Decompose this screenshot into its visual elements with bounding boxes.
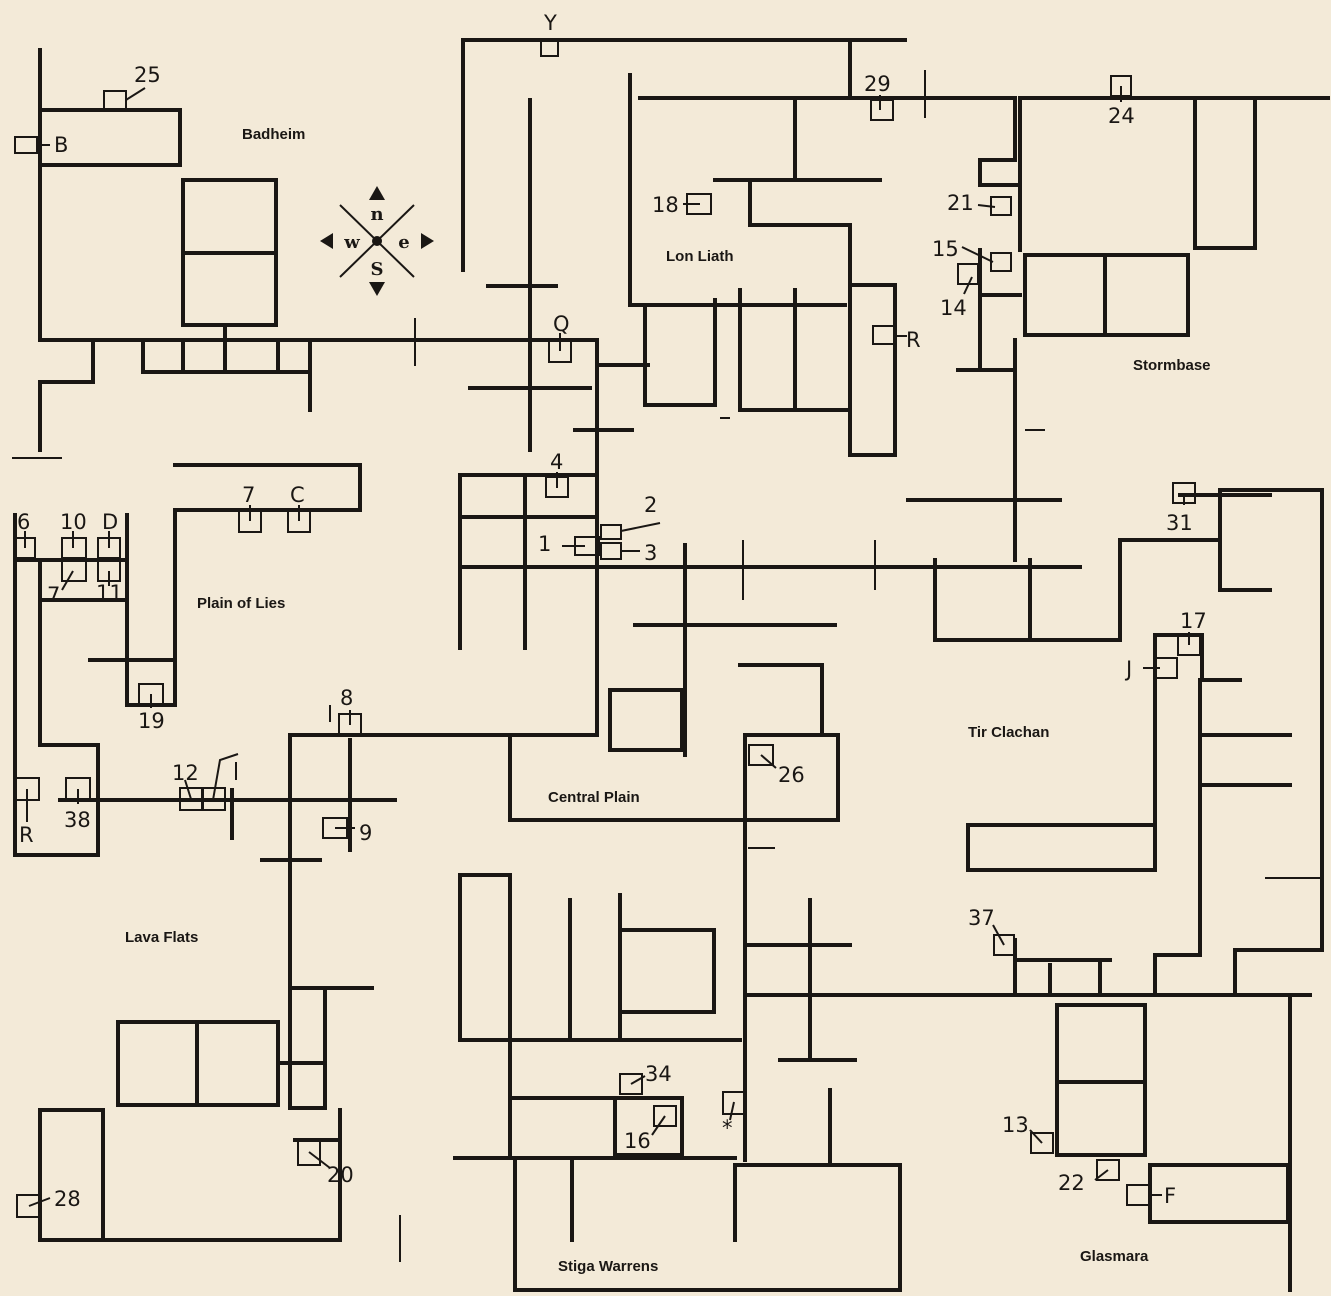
marker-box-34 (619, 1073, 643, 1095)
marker-box-20 (297, 1139, 321, 1166)
marker-label-r-north: R (906, 328, 921, 352)
marker-box-y (540, 38, 559, 57)
marker-box-star (722, 1091, 746, 1115)
compass-arrow-west-icon (320, 233, 333, 249)
marker-label-34: 34 (645, 1062, 672, 1086)
marker-label-12: 12 (172, 761, 199, 785)
marker-label-11: 11 (96, 581, 123, 605)
region-label-glasmara: Glasmara (1080, 1248, 1149, 1265)
marker-label-j: J (1124, 657, 1132, 681)
marker-label-22: 22 (1058, 1171, 1085, 1195)
marker-label-37: 37 (968, 906, 995, 930)
compass-center-icon (372, 236, 382, 246)
marker-label-13: 13 (1002, 1113, 1029, 1137)
marker-label-24: 24 (1108, 104, 1135, 128)
region-labels: Badheim Lon Liath Stormbase Plain of Lie… (125, 126, 1211, 1275)
marker-box-29 (870, 99, 894, 121)
compass-arrow-north-icon (369, 186, 385, 200)
marker-box-26 (748, 744, 774, 766)
location-markers (14, 38, 1201, 1218)
marker-label-15: 15 (932, 237, 959, 261)
compass-north-label: n (370, 204, 383, 225)
marker-label-20: 20 (327, 1163, 354, 1187)
compass-arrow-east-icon (421, 233, 434, 249)
region-label-lava-flats: Lava Flats (125, 929, 198, 946)
marker-label-7-lower: 7 (47, 583, 60, 607)
marker-label-star: * (722, 1116, 733, 1140)
marker-label-r-west: R (19, 823, 34, 847)
marker-label-26: 26 (778, 763, 805, 787)
marker-labels: Y 25 B 29 24 18 21 15 14 R Q 4 2 1 3 31 … (17, 11, 1207, 1211)
marker-label-19: 19 (138, 709, 165, 733)
marker-label-9: 9 (359, 821, 372, 845)
marker-label-28: 28 (54, 1187, 81, 1211)
marker-label-c: C (290, 483, 305, 507)
marker-box-12-right (202, 787, 226, 811)
marker-label-6: 6 (17, 510, 30, 534)
marker-box-14 (957, 263, 979, 285)
marker-box-b (14, 136, 38, 154)
compass-south-label: S (371, 259, 384, 280)
marker-box-r-north (872, 325, 896, 345)
marker-label-1: 1 (538, 532, 551, 556)
marker-label-14: 14 (940, 296, 967, 320)
region-label-tir-clachan: Tir Clachan (968, 724, 1049, 741)
marker-label-7-upper: 7 (242, 483, 255, 507)
marker-label-8: 8 (340, 686, 353, 710)
marker-label-f: F (1164, 1184, 1176, 1208)
marker-box-3 (600, 542, 622, 560)
marker-label-2: 2 (644, 493, 657, 517)
compass-rose: n S w e (320, 186, 434, 296)
region-label-stormbase: Stormbase (1133, 357, 1211, 374)
marker-box-15 (990, 252, 1012, 272)
marker-label-18: 18 (652, 193, 679, 217)
marker-label-b: B (54, 133, 68, 157)
marker-label-25: 25 (134, 63, 161, 87)
marker-box-22 (1096, 1159, 1120, 1181)
marker-label-31: 31 (1166, 511, 1193, 535)
marker-label-16: 16 (624, 1129, 651, 1153)
region-label-central-plain: Central Plain (548, 789, 640, 806)
marker-box-28 (16, 1194, 42, 1218)
region-label-plain-of-lies: Plain of Lies (197, 595, 285, 612)
compass-west-label: w (343, 232, 360, 253)
marker-label-y: Y (543, 11, 557, 35)
marker-label-4: 4 (550, 450, 563, 474)
marker-label-38: 38 (64, 808, 91, 832)
marker-label-d: D (102, 510, 118, 534)
marker-box-16 (653, 1105, 677, 1127)
marker-box-7-lower (61, 560, 87, 582)
marker-box-25 (103, 90, 127, 112)
marker-label-17: 17 (1180, 609, 1207, 633)
marker-box-2 (600, 524, 622, 540)
marker-box-f (1126, 1184, 1150, 1206)
map-walls (12, 38, 1330, 1292)
region-label-badheim: Badheim (242, 126, 305, 143)
compass-arrow-south-icon (369, 282, 385, 296)
marker-label-q: Q (553, 312, 570, 336)
marker-label-29: 29 (864, 72, 891, 96)
marker-box-13 (1030, 1132, 1054, 1154)
region-label-stiga-warrens: Stiga Warrens (558, 1258, 658, 1275)
marker-label-3: 3 (644, 541, 657, 565)
marker-box-37 (993, 934, 1015, 956)
region-label-lon-liath: Lon Liath (666, 248, 734, 265)
compass-east-label: e (398, 232, 409, 253)
marker-label-21: 21 (947, 191, 974, 215)
marker-label-10: 10 (60, 510, 87, 534)
